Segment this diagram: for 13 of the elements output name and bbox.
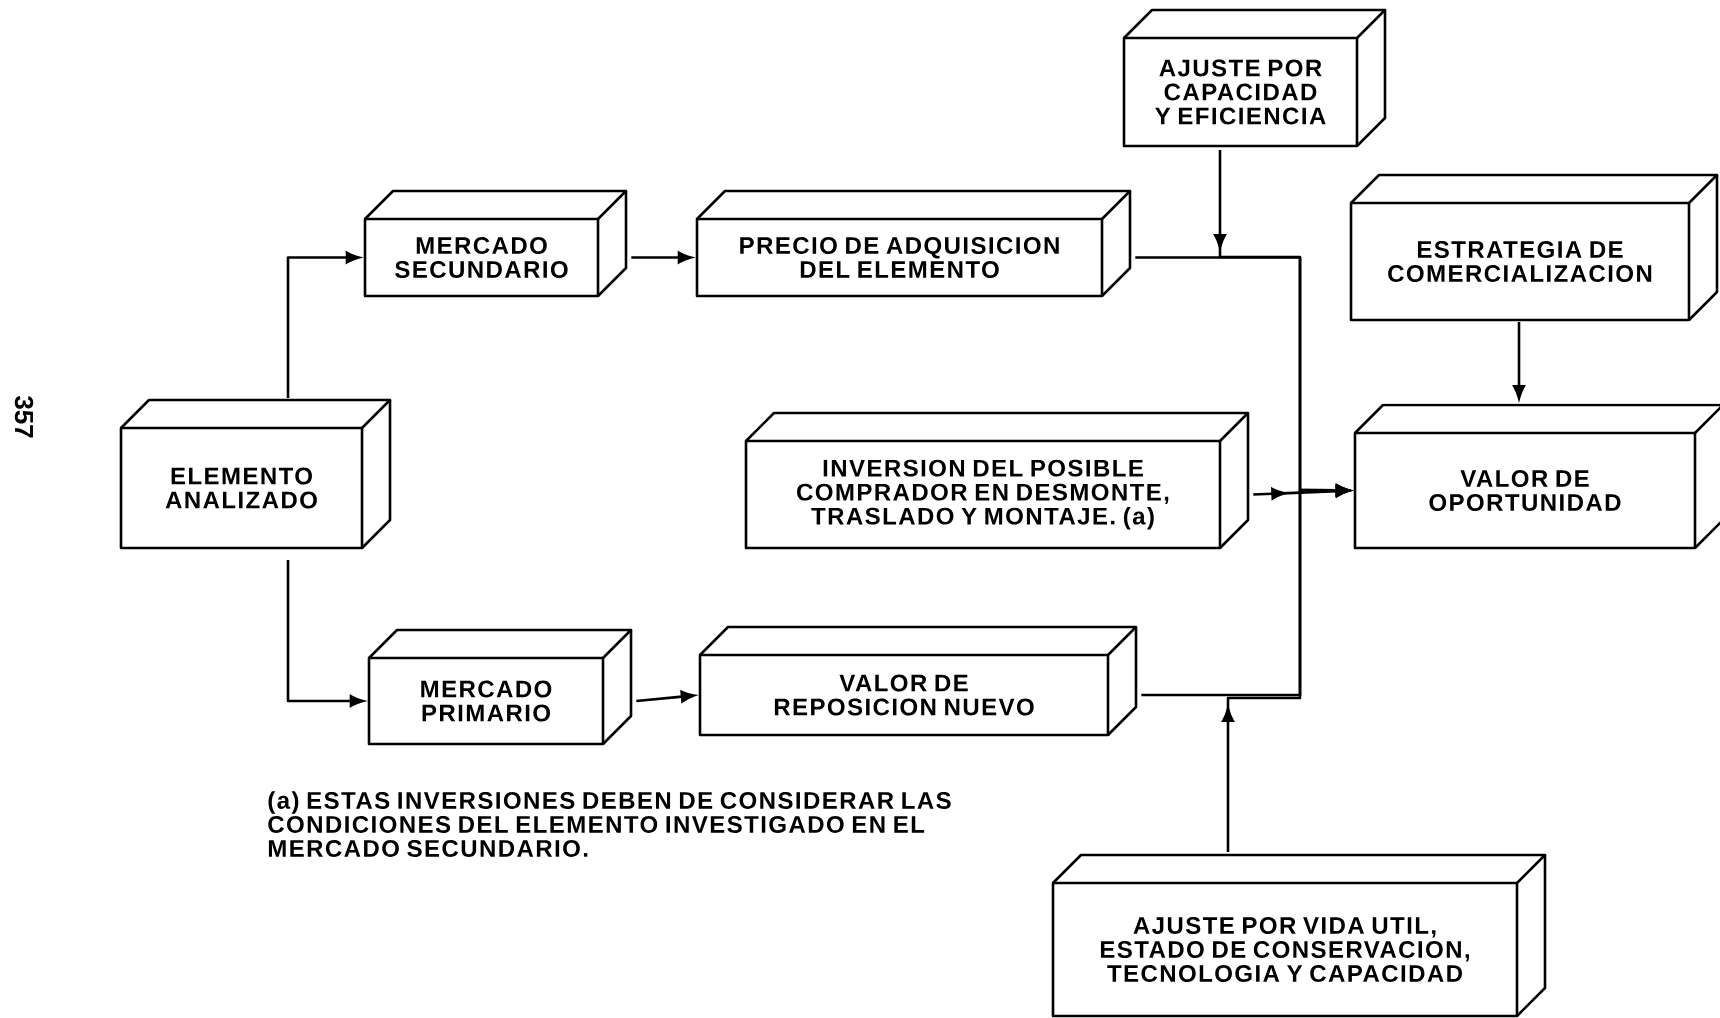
- box-3d: ELEMENTO ANALIZADO: [119, 398, 392, 550]
- box-3d: PRECIO DE ADQUISICION DEL ELEMENTO: [695, 189, 1132, 298]
- footnote: (a) ESTAS INVERSIONES DEBEN DE CONSIDERAR LAS CONDICIONES DEL ELEMENTO INVESTIGADO EN EL MERCADO SECUNDARIO.: [268, 791, 951, 857]
- box-3d: AJUSTE POR VIDA UTIL, ESTADO DE CONSERVACION, TECNOLOGIA Y CAPACIDAD: [1051, 853, 1547, 1018]
- box-3d: VALOR DE OPORTUNIDAD: [1353, 403, 1720, 550]
- box-3d: VALOR DE REPOSICION NUEVO: [698, 625, 1138, 737]
- box-3d: AJUSTE POR CAPACIDAD Y EFICIENCIA: [1122, 8, 1387, 148]
- page-number: 357: [14, 395, 34, 438]
- box-3d: ESTRATEGIA DE COMERCIALIZACION: [1349, 173, 1719, 322]
- box-3d: MERCADO SECUNDARIO: [363, 189, 628, 298]
- box-3d: INVERSION DEL POSIBLE COMPRADOR EN DESMONTE, TRASLADO Y MONTAJE. (a): [744, 411, 1250, 550]
- arrow: [1513, 322, 1525, 400]
- box-3d: MERCADO PRIMARIO: [367, 628, 633, 746]
